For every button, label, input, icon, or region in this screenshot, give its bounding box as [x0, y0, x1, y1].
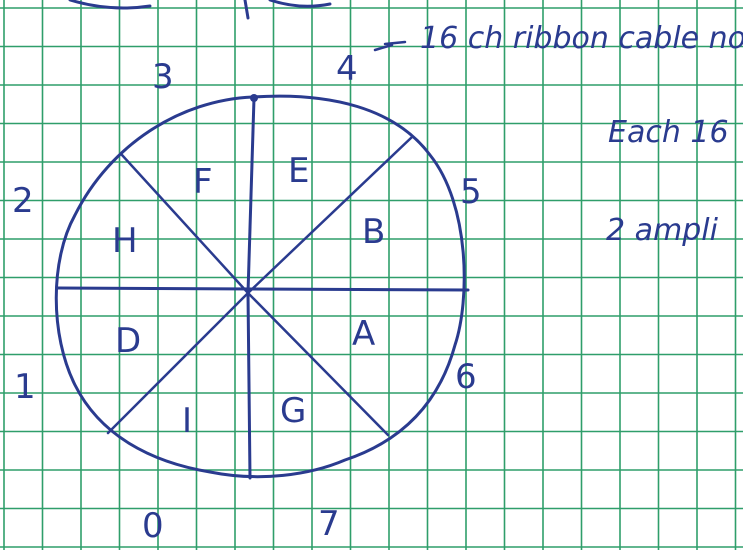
arrow-to-note	[373, 40, 407, 52]
segment-label-e: E	[288, 151, 309, 191]
spoke-diagonal-nw	[120, 153, 250, 295]
spoke-diagonal-se	[246, 291, 390, 437]
position-number-4: 4	[336, 49, 358, 89]
spoke-vertical-top	[246, 96, 256, 295]
segment-label-h: H	[112, 221, 138, 261]
position-number-0: 0	[142, 506, 164, 546]
spoke-vertical-bottom	[246, 291, 252, 480]
ribbon-cable-note: 16 ch ribbon cable no.	[420, 21, 743, 56]
position-number-3: 3	[152, 57, 174, 97]
top-node-dot	[250, 94, 258, 102]
position-number-5: 5	[460, 172, 482, 212]
segment-label-g: G	[280, 391, 306, 431]
position-number-1: 1	[14, 367, 36, 407]
segment-label-i: I	[182, 401, 192, 441]
spoke-horizontal	[56, 286, 470, 292]
spoke-diagonal-ne	[246, 135, 414, 295]
circle-outline	[54, 94, 466, 479]
each-note: Each 16	[608, 115, 729, 150]
segment-label-a: A	[352, 314, 375, 354]
position-number-2: 2	[12, 181, 34, 221]
position-number-6: 6	[455, 357, 477, 397]
segment-label-f: F	[193, 162, 213, 202]
top-partial-scribble	[68, 0, 332, 20]
segment-circle	[54, 94, 470, 480]
amplifier-note: 2 ampli	[606, 213, 719, 248]
spoke-diagonal-sw	[106, 291, 250, 435]
segment-label-b: B	[362, 212, 385, 252]
position-number-7: 7	[318, 504, 340, 544]
segment-label-d: D	[115, 321, 141, 361]
